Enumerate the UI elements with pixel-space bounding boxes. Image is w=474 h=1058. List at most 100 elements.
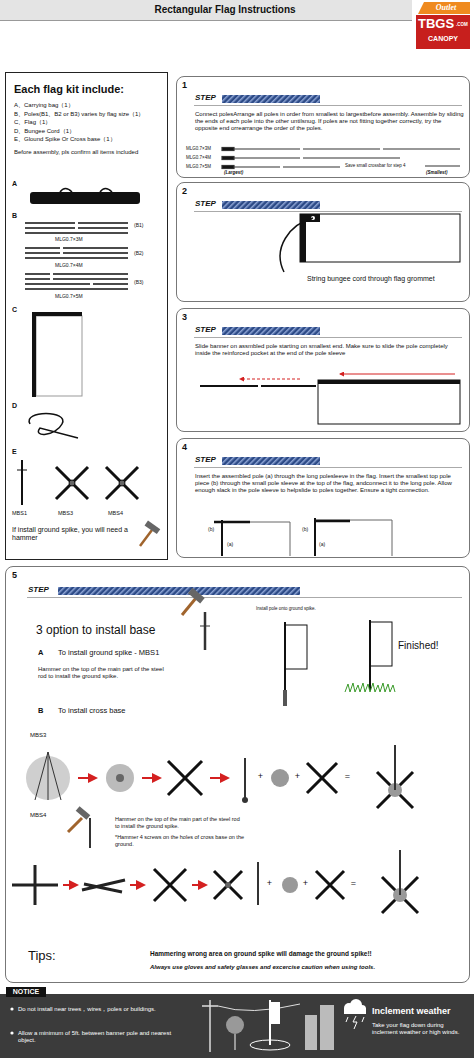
- step1-poles-part: [222, 157, 400, 158]
- part-name: MBS4: [30, 812, 60, 819]
- step4-figure: [214, 518, 392, 556]
- step-text: Connect polesArrange all poles in order …: [195, 111, 465, 133]
- pole-note: Save small crossbar for step 4: [345, 163, 425, 168]
- mbs4-sequence-part: [154, 869, 186, 901]
- step-bar-part: [27, 597, 462, 598]
- kit-item: D、Bungee Cord（1）: [14, 128, 166, 135]
- math-symbol: +: [293, 771, 302, 782]
- tip-text: Always use gloves and safety glasses and…: [150, 964, 450, 971]
- mbs3-sequence-part: [244, 758, 246, 798]
- weather-text: Take your flag down during inclement wea…: [372, 1022, 470, 1036]
- mbs4-sequence-part: [82, 880, 125, 892]
- math-symbol: =: [349, 878, 358, 889]
- poles-part: [25, 274, 128, 289]
- step-bar-part: [194, 105, 462, 106]
- logo-text: TBGS: [418, 16, 456, 32]
- step-heading: STEP: [195, 325, 225, 335]
- ground-spike-figure-part: [204, 612, 207, 650]
- pole-size: MLG0.7×5M: [55, 293, 105, 299]
- logo-text: .COM: [456, 22, 470, 27]
- step1-poles: [222, 148, 460, 169]
- option-title: To install ground spike - MBS1: [58, 648, 208, 657]
- step3-figure-part: [318, 380, 460, 384]
- step-number: 4: [182, 442, 194, 453]
- step1-poles-part: [425, 165, 460, 166]
- mbs3-sequence-part: [35, 752, 61, 800]
- weather-heading: Inclement weather: [372, 1006, 470, 1017]
- flag-part: [32, 312, 36, 397]
- math-symbol: +: [301, 878, 310, 889]
- step-bar-part: [222, 95, 320, 103]
- step-number: 5: [12, 570, 24, 581]
- part-name: MBS4: [108, 510, 136, 517]
- flag-part: [36, 316, 82, 396]
- step-heading: STEP: [28, 585, 58, 595]
- mbs4-sequence-part: [192, 884, 206, 886]
- step-number: 1: [182, 80, 194, 91]
- tips-heading: Tips:: [28, 948, 78, 964]
- title: Rectangular Flag Instructions: [100, 4, 350, 16]
- part-letter: B: [12, 212, 22, 220]
- step-bar-part: [222, 201, 320, 209]
- option-letter: B: [38, 706, 48, 715]
- step-bar-part: [194, 467, 462, 468]
- pole-size: MLG0.7×3M: [186, 146, 222, 151]
- notice-text: Do not install near trees，wires，poles or…: [18, 1006, 188, 1013]
- title-bar-part: [0, 20, 412, 21]
- part-name: MBS1: [12, 510, 40, 517]
- logo: [416, 2, 470, 49]
- option-letter: A: [38, 648, 48, 657]
- bases-part: [119, 480, 125, 486]
- notice-band-part: [10, 1007, 13, 1010]
- mbs3-sequence-part: [242, 797, 248, 803]
- callout-letter: (a): [319, 541, 329, 547]
- instruction-text: Hammer on the top of the main part of th…: [38, 666, 173, 680]
- step1-poles-part: [222, 148, 460, 149]
- bases-part: [106, 467, 138, 499]
- callout-letter: (b): [208, 526, 218, 532]
- part-letter: C: [12, 306, 22, 314]
- part-letter: D: [12, 402, 22, 410]
- mbs4-sequence-part: [130, 884, 144, 886]
- logo-part: [416, 15, 470, 49]
- math-symbol: +: [256, 771, 265, 782]
- step4-figure-part: [222, 522, 290, 556]
- step-box: 4STEPInsert the assembled pole (a) throu…: [176, 438, 470, 558]
- step4-figure-part: [214, 521, 250, 524]
- instruction-text: Hammer on the top of the main part of th…: [115, 816, 245, 829]
- mbs4-sequence-part: [63, 884, 77, 886]
- mbs3-sequence-part: [142, 777, 160, 779]
- poles-part: [25, 223, 128, 233]
- part-name: (B3): [134, 279, 162, 285]
- mbs4-sequence: [12, 806, 418, 913]
- step1-poles-part: [222, 157, 234, 160]
- bases-part: [17, 470, 27, 471]
- step3-figure-part: [200, 385, 316, 387]
- notice-band-part: [202, 1000, 218, 1052]
- notice-band-part: [305, 1015, 317, 1050]
- mbs3-sequence-part: [210, 777, 228, 779]
- part-name: MBS3: [30, 732, 60, 739]
- flag-part: [32, 312, 82, 316]
- step-bar-part: [222, 457, 320, 465]
- mbs4-sequence-part: [89, 818, 91, 848]
- part-letter: A: [12, 180, 22, 188]
- step-box: 3STEPSlide banner on assmbled pole start…: [176, 308, 470, 432]
- step-bar-part: [58, 587, 300, 595]
- ground-spike-figure-part: [200, 626, 210, 627]
- callout-letter: (a): [227, 541, 237, 547]
- step-number: 2: [182, 186, 194, 197]
- math-symbol: +: [265, 878, 274, 889]
- title-bar-part: [0, 0, 412, 20]
- notice-band-part: [320, 1005, 334, 1050]
- step2-flag-part: [300, 214, 460, 262]
- step-box: 5STEP3 option to install base: [5, 566, 470, 983]
- mbs3-sequence-part: [307, 763, 337, 793]
- mbs3-sequence-part: [271, 769, 289, 787]
- ground-spike-figure-part: [182, 598, 196, 615]
- pole-size: MLG0.7×4M: [186, 155, 222, 160]
- step3-figure: [200, 374, 460, 424]
- mbs4-sequence-part: [316, 871, 344, 899]
- step4-figure-part: [315, 520, 392, 556]
- carrying-bag-part: [30, 192, 140, 204]
